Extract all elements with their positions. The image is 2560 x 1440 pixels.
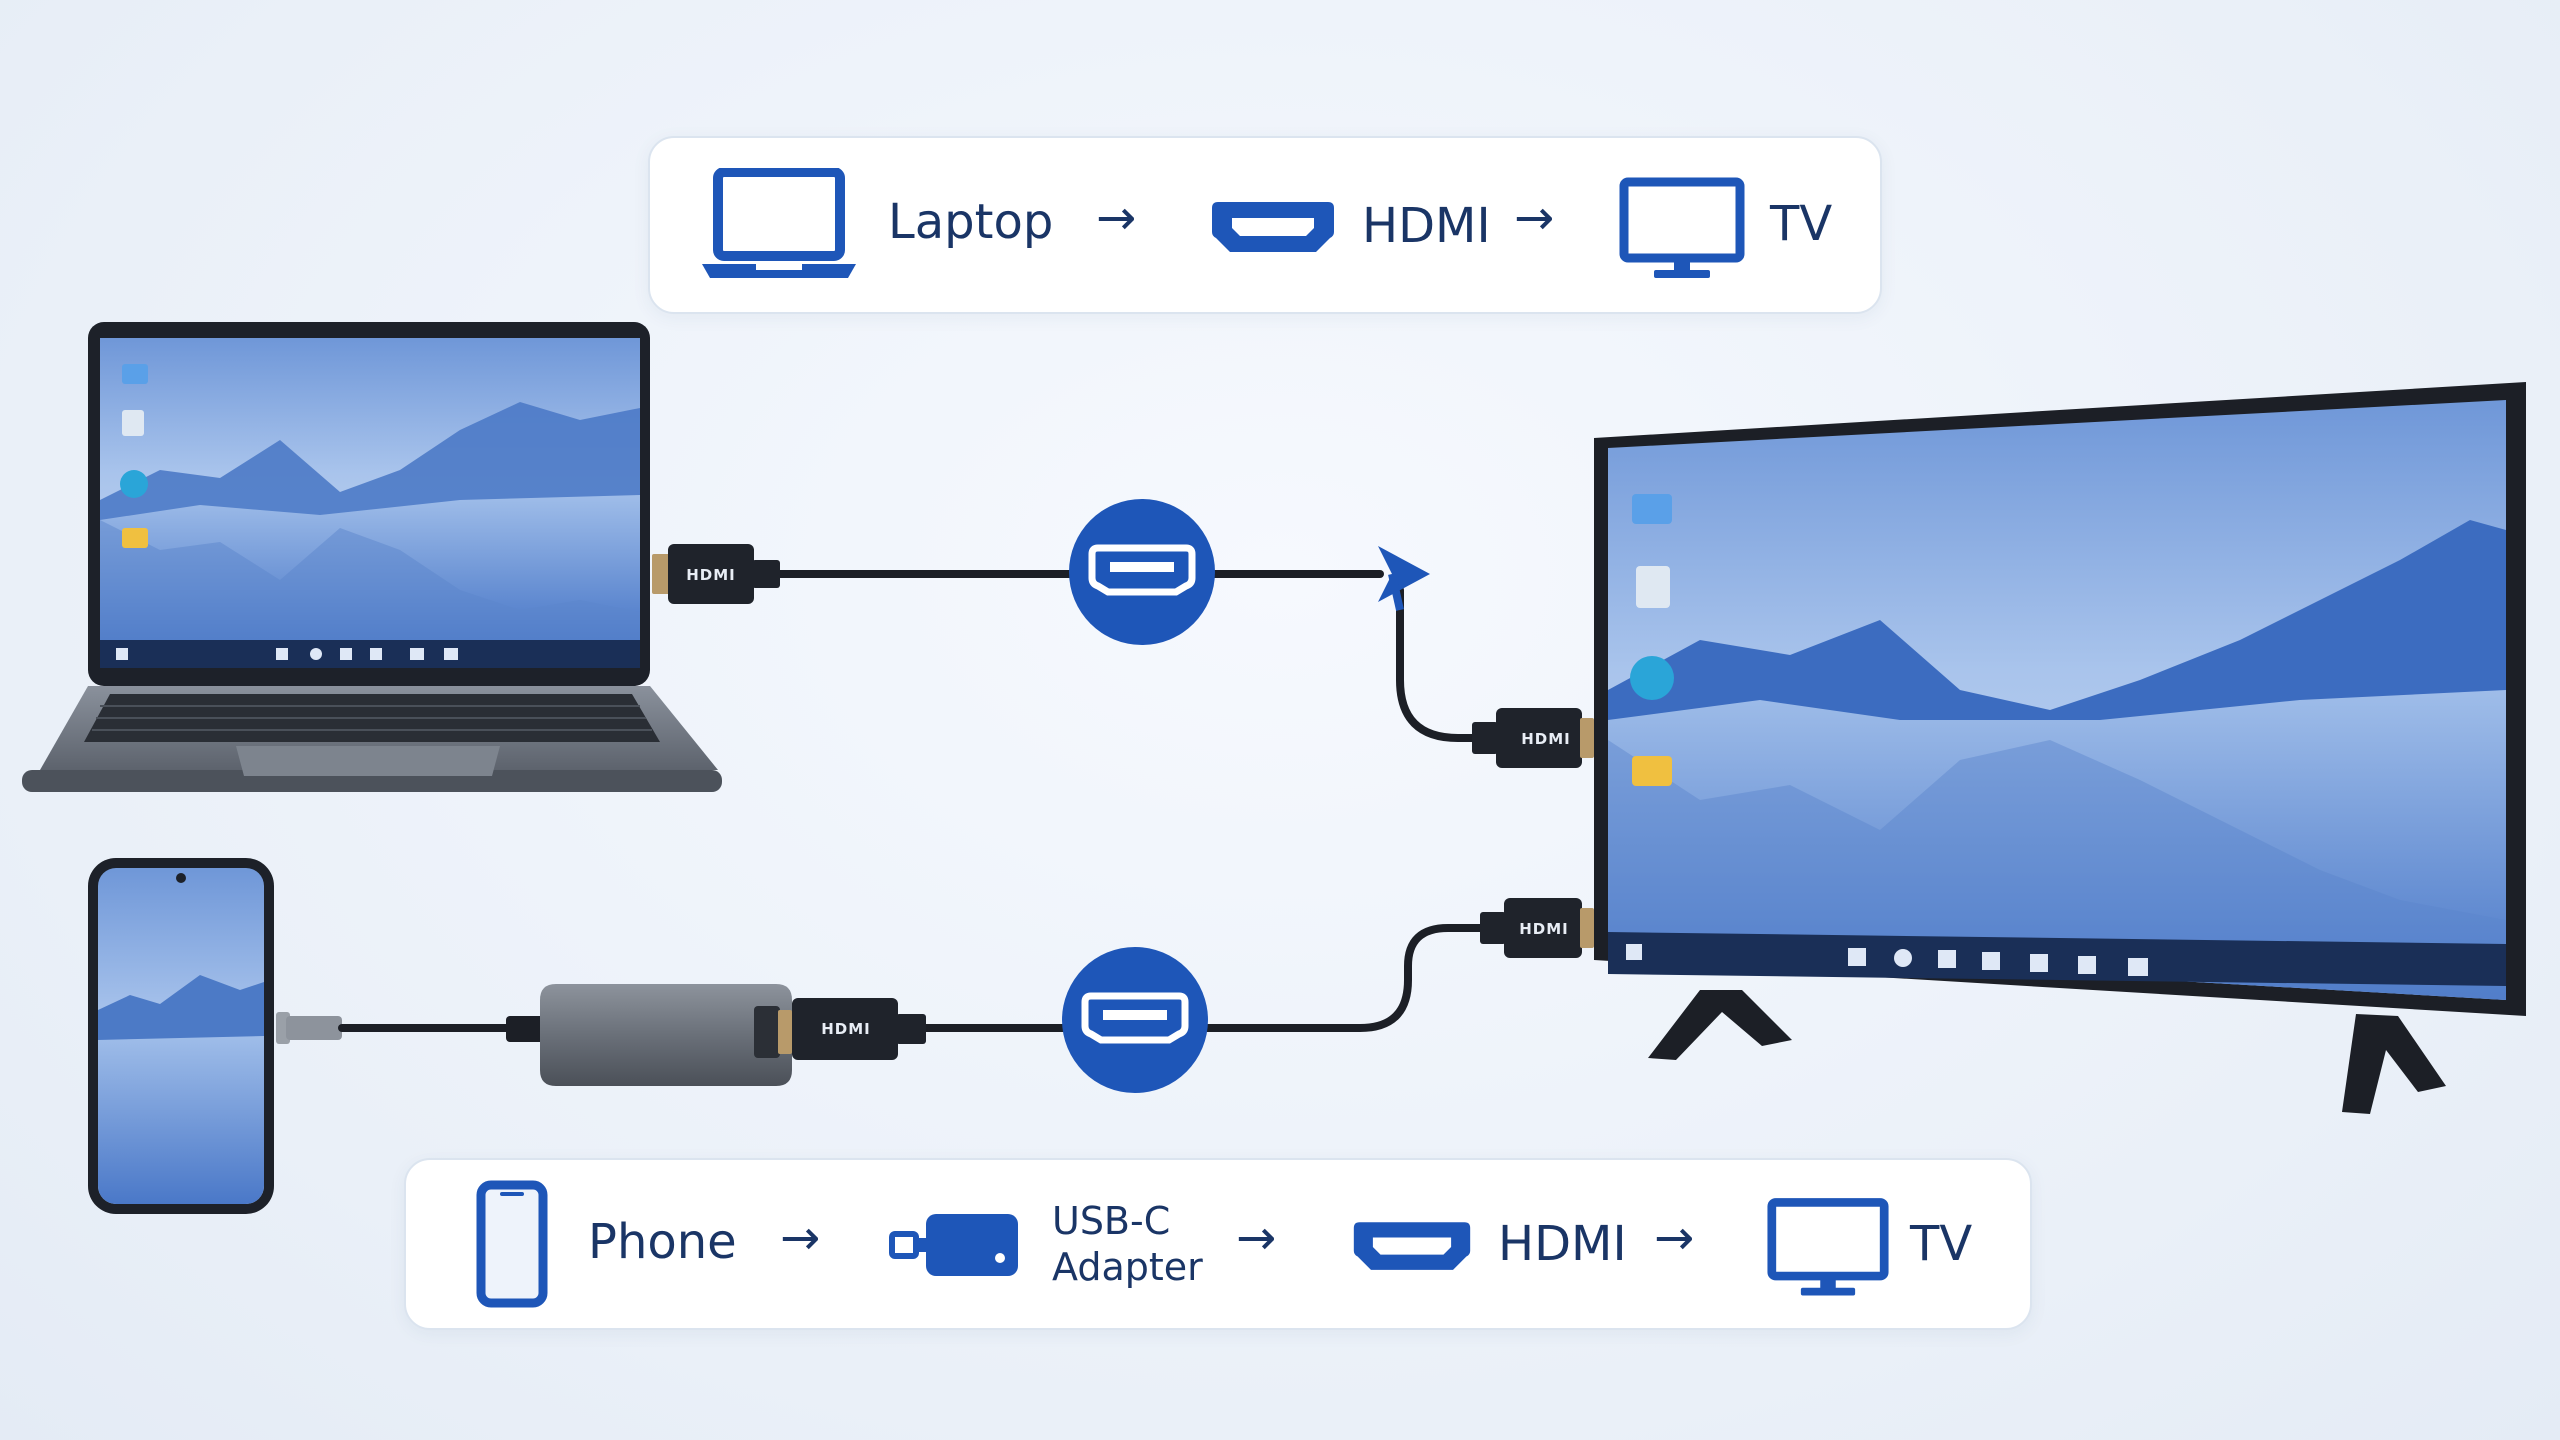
top-step-hdmi-label: HDMI — [1362, 198, 1491, 254]
bottom-arrow-2: → — [1236, 1210, 1277, 1266]
tv-taskbar — [1608, 932, 2506, 986]
tv-cable-upper — [1396, 586, 1480, 742]
adapter-plug-label: HDMI — [821, 1020, 871, 1038]
bottom-arrow-1: → — [780, 1210, 821, 1266]
usb-c-adapter: HDMI — [506, 984, 926, 1086]
top-arrow-2: → — [1514, 190, 1555, 246]
tv-screen — [1608, 400, 2506, 1000]
laptop — [22, 322, 722, 792]
hdmi-badge-upper — [1069, 499, 1215, 645]
tv-stand-right — [2342, 1014, 2446, 1114]
top-step-laptop-label: Laptop — [888, 194, 1054, 250]
phone-icon — [476, 1180, 548, 1308]
top-arrow-1: → — [1096, 190, 1137, 246]
laptop-screen — [100, 338, 640, 640]
tv-plug-lower-label: HDMI — [1519, 920, 1569, 938]
monitor-icon — [1767, 1198, 1889, 1296]
bottom-step-adapter-label-line1: USB-C — [1052, 1199, 1171, 1243]
bottom-flow-panel — [404, 1158, 2032, 1330]
laptop-icon — [702, 168, 856, 278]
bottom-step-tv-label: TV — [1910, 1216, 1973, 1272]
hdmi-badge-lower — [1062, 947, 1208, 1093]
usb-c-adapter-icon — [889, 1214, 1018, 1276]
phone-screen — [98, 868, 264, 1204]
bottom-step-phone-label: Phone — [588, 1214, 737, 1270]
tv-hdmi-plug-lower: HDMI — [1480, 898, 1594, 958]
tv-stand-left — [1648, 990, 1792, 1060]
laptop-plug-label: HDMI — [686, 566, 736, 584]
bottom-step-adapter-label-line2: Adapter — [1052, 1245, 1203, 1289]
phone — [88, 858, 342, 1214]
laptop-hdmi-plug: HDMI — [652, 544, 780, 604]
tv-cable-lower — [921, 924, 1488, 1032]
bottom-arrow-3: → — [1654, 1210, 1695, 1266]
direction-arrow-icon — [1378, 546, 1430, 602]
hdmi-port-icon — [1353, 1222, 1471, 1270]
tv-hdmi-plug-upper: HDMI — [1472, 708, 1594, 768]
tv-plug-upper-label: HDMI — [1521, 730, 1571, 748]
monitor-icon — [1619, 177, 1745, 278]
bottom-step-hdmi-label: HDMI — [1498, 1216, 1627, 1272]
tv — [1594, 382, 2526, 1114]
hdmi-port-icon — [1212, 202, 1334, 252]
top-step-tv-label: TV — [1770, 196, 1833, 252]
